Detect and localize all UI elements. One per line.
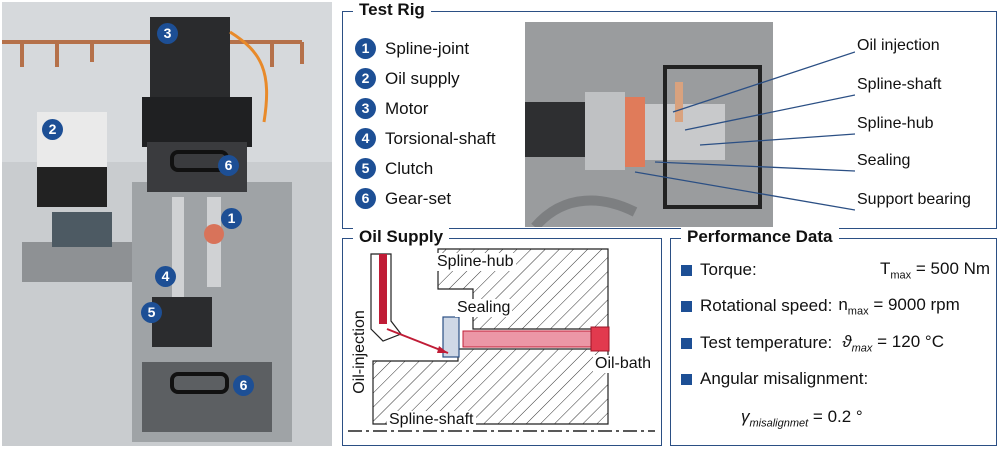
oil-supply-title: Oil Supply	[353, 228, 450, 246]
photo-badge-2: 2	[42, 119, 63, 140]
photo-badge-3: 3	[157, 23, 178, 44]
callout-spline-shaft: Spline-shaft	[857, 76, 942, 93]
label-sealing: Sealing	[455, 299, 513, 317]
misalignment-value: γmisalignmet = 0.2 °	[741, 407, 863, 430]
callout-sealing: Sealing	[857, 152, 911, 169]
spline-joint-detail-photo	[525, 22, 773, 227]
label-oil-injection: Oil-injection	[351, 310, 368, 394]
rig-photo-illustration	[2, 2, 332, 446]
performance-title: Performance Data	[681, 228, 839, 246]
callout-leaders	[634, 51, 855, 211]
photo-badge-6-top: 6	[218, 155, 239, 176]
perf-row-test-temperature: Test temperature: ϑmax = 120 °C	[681, 332, 944, 354]
photo-badge-1: 1	[221, 208, 242, 229]
perf-row-rotational-speed: Rotational speed: nmax = 9000 rpm	[681, 295, 960, 317]
callout-oil-injection: Oil injection	[857, 37, 940, 54]
photo-badge-4: 4	[155, 266, 176, 287]
test-rig-photo: 3 2 6 1 4 5 6	[2, 2, 332, 446]
test-rig-title: Test Rig	[353, 1, 431, 19]
performance-panel: Performance Data Torque: Tmax = 500 Nm R…	[670, 228, 997, 446]
callout-support-bearing: Support bearing	[857, 191, 971, 208]
perf-row-angular-misalignment: Angular misalignment:	[681, 369, 868, 389]
photo-badge-6-bottom: 6	[233, 375, 254, 396]
perf-row-torque: Torque: Tmax = 500 Nm	[681, 259, 990, 281]
label-spline-shaft: Spline-shaft	[387, 411, 476, 429]
photo-badge-5: 5	[141, 302, 162, 323]
label-spline-hub: Spline-hub	[435, 253, 516, 271]
callout-spline-hub: Spline-hub	[857, 115, 934, 132]
oil-supply-panel: Oil Supply Oil-injection Spline-hub Seal…	[342, 228, 662, 446]
label-oil-bath: Oil-bath	[593, 355, 654, 373]
